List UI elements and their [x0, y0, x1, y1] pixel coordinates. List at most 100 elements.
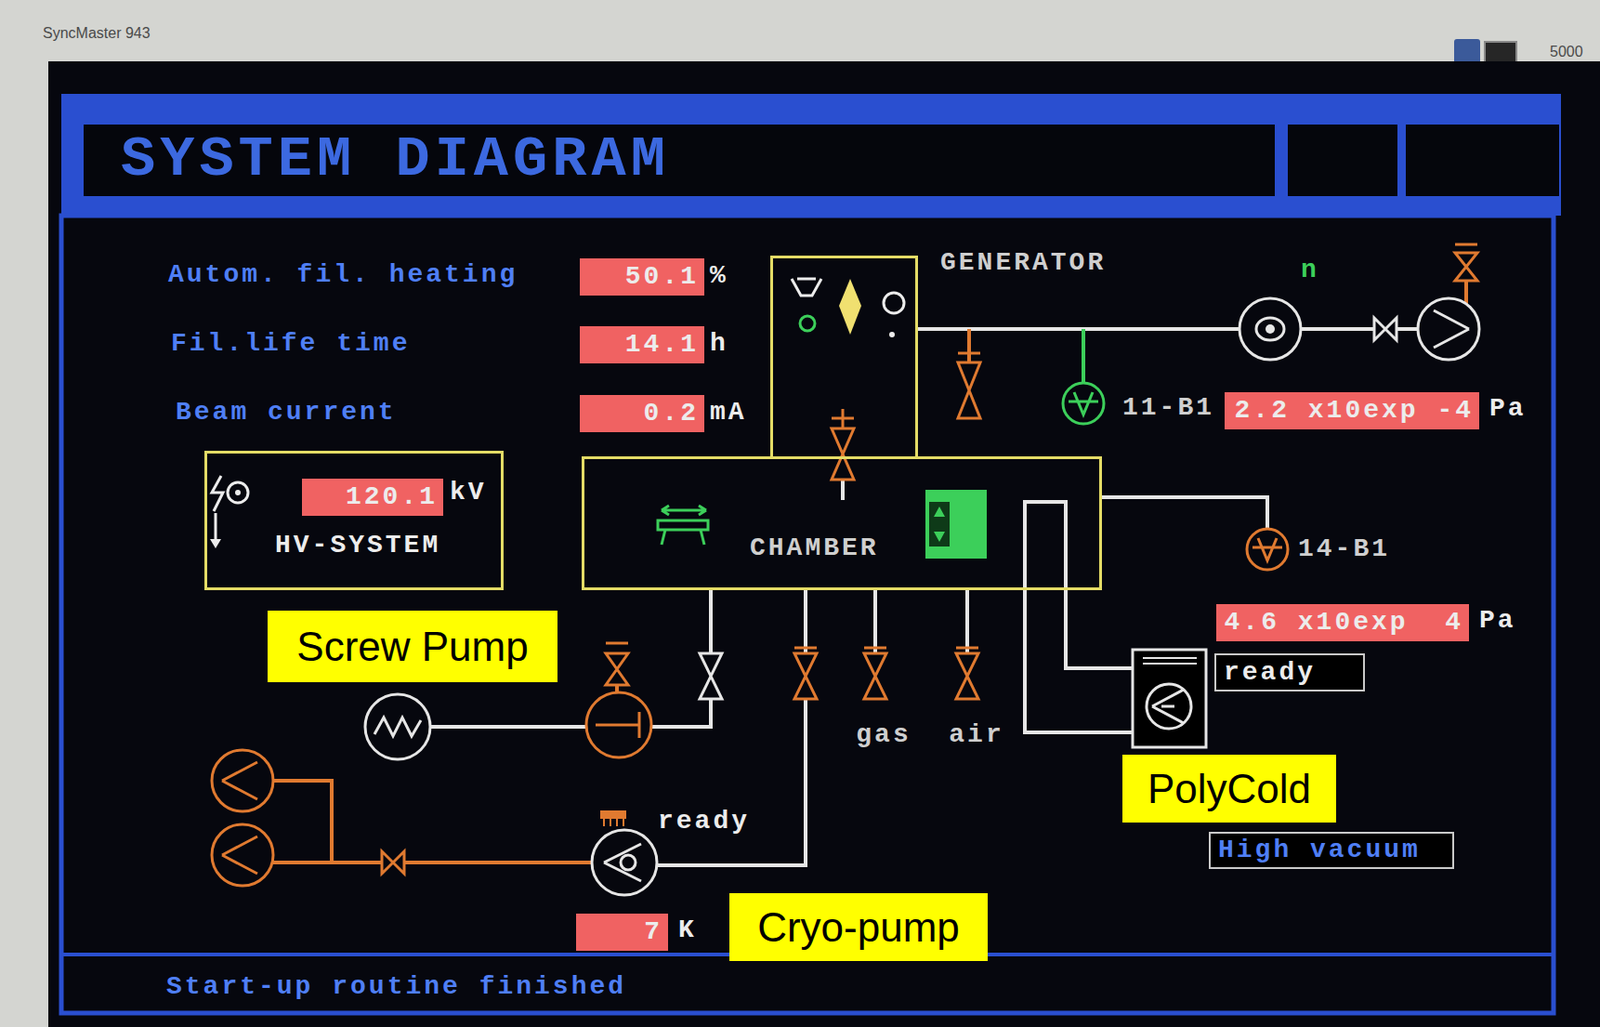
- booster-pump-symbol: [586, 692, 652, 758]
- gauge-symbol: [1246, 528, 1288, 570]
- table-symbol: [657, 520, 709, 530]
- status-label: ready: [657, 805, 750, 838]
- cryo-pump-symbol: [603, 843, 642, 881]
- gauge-symbol: [1252, 537, 1283, 561]
- polycold-symbol: [1152, 689, 1184, 723]
- label-holder: ready: [657, 805, 750, 838]
- speed-indicator: n: [1300, 254, 1320, 287]
- screen: [48, 61, 1600, 1027]
- node-text: HV-SYSTEM: [275, 529, 441, 562]
- label-holder: gas: [855, 719, 911, 751]
- valve-symbol: [1374, 317, 1397, 341]
- hv-system-box: HV-SYSTEM120.1: [204, 450, 504, 591]
- port-label: gas: [855, 719, 911, 751]
- unit-label: kV: [449, 476, 487, 509]
- label-holder: %: [709, 260, 729, 292]
- parameter-name: Beam current: [175, 396, 397, 429]
- node-text: 7: [643, 916, 663, 948]
- label-holder: 5000: [1549, 42, 1584, 62]
- fore-pump-symbol: [222, 836, 258, 874]
- pressure-readout: 2.2 x10exp -4: [1224, 392, 1480, 430]
- label-holder: K: [678, 914, 697, 946]
- screen-title: SYSTEM DIAGRAM: [120, 127, 670, 193]
- turbo-pump-symbol: [1239, 298, 1301, 360]
- node-text: 14.1: [625, 328, 699, 361]
- callout-label: Cryo-pump: [729, 892, 988, 961]
- fore-pump-symbol: [222, 761, 258, 800]
- gauge-symbol: [1068, 392, 1099, 415]
- hv-icon: [235, 489, 241, 496]
- screen-frame: [61, 215, 1554, 1013]
- label-holder: Fil.life time: [170, 327, 410, 360]
- turbo-pump-symbol: [1256, 317, 1285, 341]
- fore-pump-symbol: [211, 824, 274, 886]
- unit-label: %: [709, 260, 729, 292]
- parameter-name: Autom. fil. heating: [168, 259, 518, 291]
- node-text: 0.2: [643, 397, 699, 430]
- gauge-name: 14-B1: [1298, 533, 1391, 565]
- heater-symbol: [600, 810, 627, 819]
- pump-symbol: [1433, 310, 1469, 348]
- valve-symbol: [957, 352, 981, 355]
- pressure-readout: 4.6 x10exp 4: [1216, 603, 1469, 642]
- label-holder: air: [948, 719, 1004, 751]
- valve-symbol: [864, 647, 887, 699]
- valve-symbol: [831, 408, 854, 480]
- gauge-pipe: [1081, 328, 1086, 383]
- node-text: 4.6 x10exp 4: [1224, 606, 1464, 639]
- node-text: CHAMBER: [749, 532, 879, 564]
- unit-label: Pa: [1479, 604, 1517, 637]
- node-text: GENERATOR: [940, 247, 1106, 279]
- hv-icon: [227, 482, 249, 503]
- valve-symbol: [956, 647, 979, 699]
- generator-box: GENERATOR: [770, 255, 919, 457]
- label-holder: 14-B1: [1298, 533, 1391, 565]
- heater-symbol: [603, 818, 624, 827]
- booster-pump-symbol: [595, 711, 640, 738]
- valve-symbol: [1455, 244, 1478, 281]
- title-panel: [1405, 124, 1560, 197]
- cryo-pump-symbol: [620, 854, 636, 870]
- value-readout: 0.2: [579, 394, 705, 433]
- unit-label: mA: [709, 396, 748, 429]
- title-holder: SYSTEM DIAGRAM: [120, 127, 670, 193]
- deflection-symbol: [889, 331, 895, 338]
- status-message: Start-up routine finished: [166, 970, 627, 1003]
- polycold-symbol: [1146, 683, 1192, 729]
- gun-drive-symbol: [929, 501, 950, 547]
- turbo-pump-symbol: [1265, 324, 1275, 334]
- chamber-box: CHAMBER: [581, 456, 1102, 591]
- polycold-symbol: [1142, 657, 1197, 664]
- monitor-setting: 5000: [1549, 42, 1584, 62]
- callout-text: Cryo-pump: [757, 904, 960, 951]
- valve-symbol: [605, 642, 629, 685]
- label-holder: Beam current: [175, 396, 397, 429]
- gun-drive-symbol: [925, 489, 987, 559]
- label-holder: Start-up routine finished: [166, 970, 627, 1003]
- table-symbol: [661, 505, 707, 515]
- cryo-pump-symbol: [591, 829, 657, 895]
- node-text: High vacuum: [1218, 834, 1421, 866]
- screw-pump-symbol: [365, 694, 431, 760]
- callout-text: Screw Pump: [296, 623, 528, 670]
- unit-label: Pa: [1489, 393, 1527, 425]
- table-symbol: [661, 529, 705, 545]
- polycold-symbol: [1132, 649, 1207, 748]
- fore-pump-symbol: [211, 749, 274, 812]
- title-band: [61, 93, 1561, 216]
- label-holder: kV: [449, 476, 487, 509]
- callout-label: PolyCold: [1122, 754, 1337, 823]
- label-holder: Pa: [1479, 604, 1517, 637]
- label-holder: 11-B1: [1122, 392, 1215, 424]
- gun-symbol: [800, 315, 815, 331]
- hv-icon: [209, 538, 222, 549]
- screw-pump-symbol: [374, 717, 421, 736]
- valve-stem: [967, 328, 971, 363]
- node-text: 2.2 x10exp -4: [1234, 394, 1474, 427]
- gun-drive-symbol: [933, 506, 945, 542]
- monitor-model: SyncMaster 943: [42, 24, 151, 43]
- valve-symbol: [699, 653, 722, 699]
- valve-symbol: [381, 851, 405, 874]
- gauge-name: 11-B1: [1122, 392, 1215, 424]
